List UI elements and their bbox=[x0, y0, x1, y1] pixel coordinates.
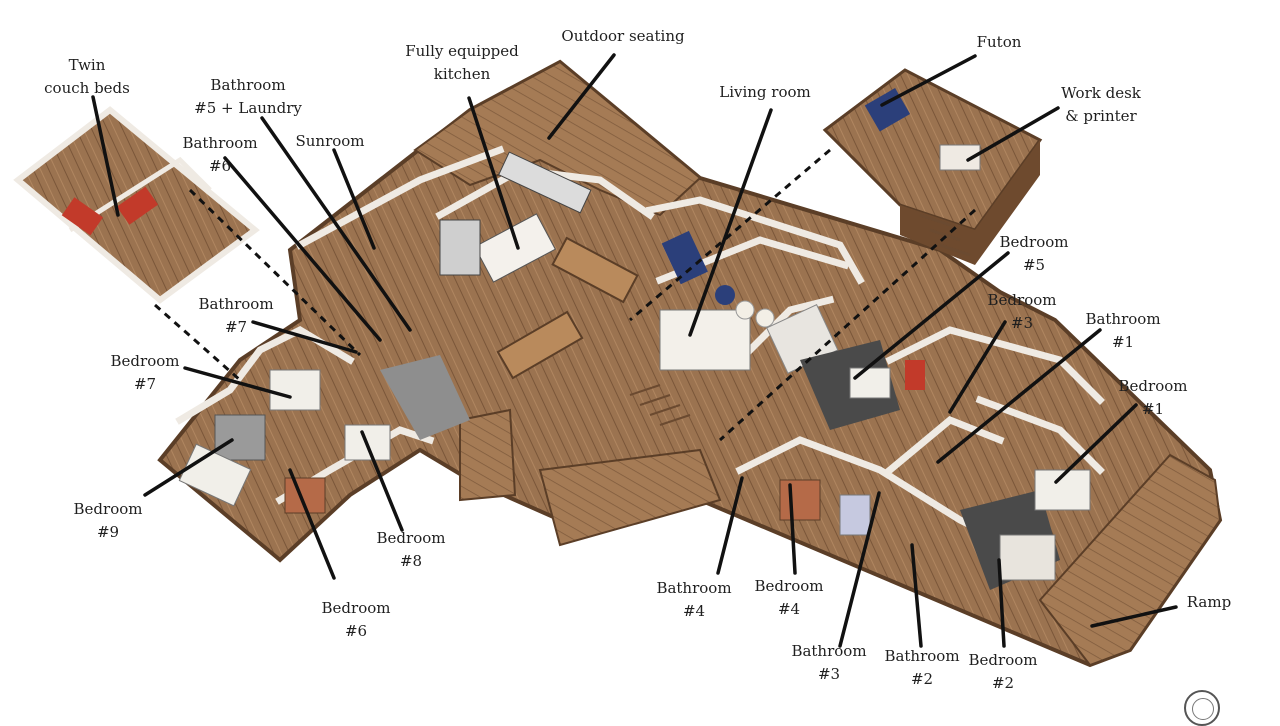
label-bathroom-5-laundry: Bathroom#5 + Laundry bbox=[194, 76, 302, 117]
label-bedroom-3: Bedroom#3 bbox=[987, 291, 1057, 332]
label-bathroom-7: Bathroom#7 bbox=[198, 295, 274, 336]
label-bedroom-2: Bedroom#2 bbox=[968, 651, 1038, 692]
label-bedroom-9: Bedroom#9 bbox=[73, 500, 143, 541]
loft-twin-couch-beds bbox=[13, 106, 260, 304]
label-work-desk-printer: Work desk& printer bbox=[1061, 84, 1141, 125]
label-bedroom-5: Bedroom#5 bbox=[999, 233, 1069, 274]
callout-lines bbox=[91, 53, 1178, 648]
label-bedroom-1: Bedroom#1 bbox=[1118, 377, 1188, 418]
label-living-room: Living room bbox=[719, 83, 811, 101]
label-ramp: Ramp bbox=[1186, 593, 1232, 611]
label-bathroom-4: Bathroom#4 bbox=[656, 579, 732, 620]
main-house bbox=[157, 59, 1223, 668]
label-bedroom-8: Bedroom#8 bbox=[376, 529, 446, 570]
label-bathroom-3: Bathroom#3 bbox=[791, 642, 867, 683]
label-bedroom-7: Bedroom#7 bbox=[110, 352, 180, 393]
label-bedroom-6: Bedroom#6 bbox=[321, 599, 391, 640]
label-bathroom-1: Bathroom#1 bbox=[1085, 310, 1161, 351]
label-futon: Futon bbox=[976, 33, 1022, 51]
label-outdoor-seating: Outdoor seating bbox=[561, 27, 685, 45]
label-bathroom-2: Bathroom#2 bbox=[884, 647, 960, 688]
loft-office bbox=[822, 68, 1043, 265]
label-bathroom-6: Bathroom#6 bbox=[182, 134, 258, 175]
brand-logo-icon bbox=[1184, 690, 1220, 726]
label-bedroom-4: Bedroom#4 bbox=[754, 577, 824, 618]
label-sunroom: Sunroom bbox=[295, 132, 365, 150]
loft-connectors bbox=[154, 148, 977, 442]
